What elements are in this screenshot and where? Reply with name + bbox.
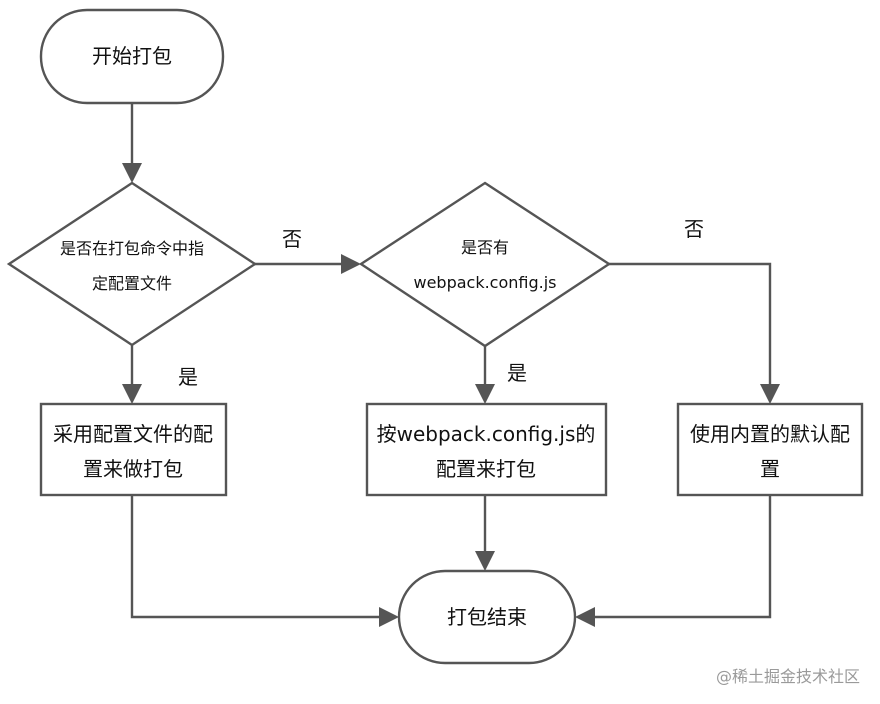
process-use-specified-config bbox=[39, 402, 228, 497]
process-use-builtin-config bbox=[676, 402, 864, 497]
start-label: 开始打包 bbox=[92, 44, 172, 68]
decision-specified-line2: 定配置文件 bbox=[92, 274, 172, 293]
process-specified-line2: 置来做打包 bbox=[83, 457, 183, 481]
arrowhead-right bbox=[379, 607, 399, 627]
edge-decision2-no bbox=[609, 262, 772, 386]
arrowhead-down bbox=[475, 384, 495, 404]
edge-specified-to-end bbox=[130, 495, 381, 619]
decision-webpack-line1: 是否有 bbox=[461, 238, 509, 257]
edge-label-yes-2: 是 bbox=[507, 361, 527, 385]
process-webpack-line2: 配置来打包 bbox=[436, 457, 536, 481]
arrowhead-down bbox=[122, 163, 142, 183]
edge-label-no-1: 否 bbox=[282, 227, 302, 251]
edge-label-yes-1: 是 bbox=[178, 365, 198, 389]
arrowhead-down bbox=[760, 384, 780, 404]
start-node bbox=[39, 8, 225, 105]
process-use-webpack-config bbox=[365, 402, 608, 497]
edge-builtin-to-end bbox=[593, 495, 772, 619]
arrowhead-left bbox=[575, 607, 595, 627]
process-builtin-line2: 置 bbox=[760, 457, 780, 481]
decision-webpack-line2: webpack.config.js bbox=[413, 273, 556, 292]
end-node bbox=[397, 569, 577, 665]
decision-specified-line1: 是否在打包命令中指 bbox=[60, 239, 204, 258]
decision-has-webpack-config bbox=[358, 181, 612, 348]
end-label: 打包结束 bbox=[447, 605, 527, 629]
arrowhead-right bbox=[341, 254, 361, 274]
decision-specified-config bbox=[6, 181, 258, 347]
arrowhead-down bbox=[122, 384, 142, 404]
watermark: @稀土掘金技术社区 bbox=[716, 667, 860, 686]
process-builtin-line1: 使用内置的默认配 bbox=[690, 422, 850, 446]
edge-label-no-2: 否 bbox=[684, 217, 704, 241]
arrowhead-down bbox=[475, 551, 495, 571]
process-webpack-line1: 按webpack.config.js的 bbox=[377, 422, 596, 446]
process-specified-line1: 采用配置文件的配 bbox=[53, 422, 213, 446]
